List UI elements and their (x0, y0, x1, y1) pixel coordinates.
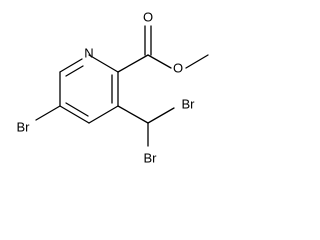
bond-c4-c5-double (65, 102, 89, 117)
chemical-structure: N O O Br Br Br (17, 10, 209, 166)
dibromomethyl-group (117, 105, 175, 147)
bond-c4-c5 (59, 105, 90, 124)
bond-carbonyl-ester-o (147, 54, 172, 69)
atom-side-bromine-lower: Br (144, 151, 158, 166)
bond-c6-n (59, 58, 83, 73)
bond-n-c2 (88, 54, 119, 73)
bond-c2-carbonyl (117, 54, 149, 73)
bond-chbr2-br-upper (147, 107, 175, 124)
methyl-ester-group (117, 25, 209, 73)
bond-ester-o-methyl (185, 54, 209, 69)
bond-c3-chbr2 (117, 105, 149, 124)
atom-ester-oxygen: O (173, 61, 183, 76)
atom-ring-nitrogen: N (84, 46, 93, 61)
pyridine-ring (59, 54, 119, 124)
bond-c6-n-double (65, 65, 84, 77)
atom-ring-bromine: Br (17, 120, 31, 135)
bond-c5-br (35, 105, 61, 121)
bond-c3-c4 (88, 105, 119, 124)
atom-carbonyl-oxygen: O (143, 10, 153, 25)
atom-side-bromine-upper: Br (182, 97, 196, 112)
